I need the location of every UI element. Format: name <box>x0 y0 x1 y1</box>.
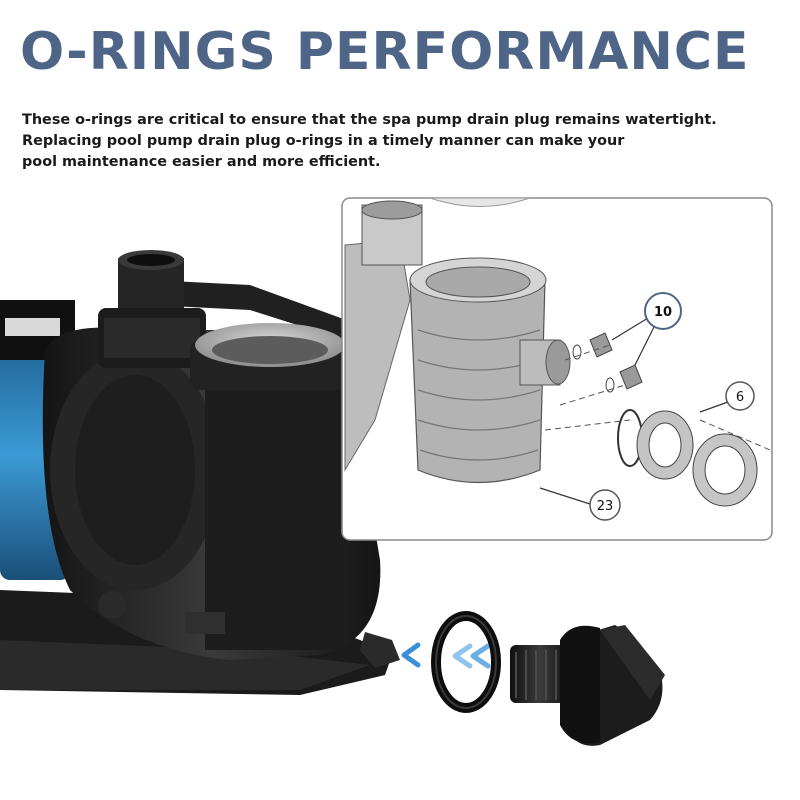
callout-23-circle <box>589 489 621 521</box>
description-line-1: These o-rings are critical to ensure tha… <box>22 112 717 128</box>
callout-10-label: 10 <box>654 305 672 320</box>
description-line-2: Replacing pool pump drain plug o-rings i… <box>22 133 625 149</box>
direction-arrows <box>401 642 491 669</box>
callout-10-circle <box>644 292 682 330</box>
exploded-diagram: 10 6 23 <box>341 197 773 541</box>
callout-6-label: 6 <box>736 390 744 405</box>
callout-23-label: 23 <box>597 499 614 514</box>
page-title: O-RINGS PERFORMANCE <box>20 22 750 82</box>
chevron-left-icon <box>401 642 421 668</box>
chevron-left-icon <box>452 643 473 669</box>
description-line-3: pool maintenance easier and more efficie… <box>22 154 381 170</box>
chevron-left-icon <box>470 643 491 669</box>
o-ring-image <box>431 611 501 713</box>
pool-pump-image <box>0 250 400 695</box>
drain-plug-image <box>510 625 665 746</box>
callout-6-circle <box>725 381 755 411</box>
description-text: These o-rings are critical to ensure tha… <box>22 110 762 173</box>
